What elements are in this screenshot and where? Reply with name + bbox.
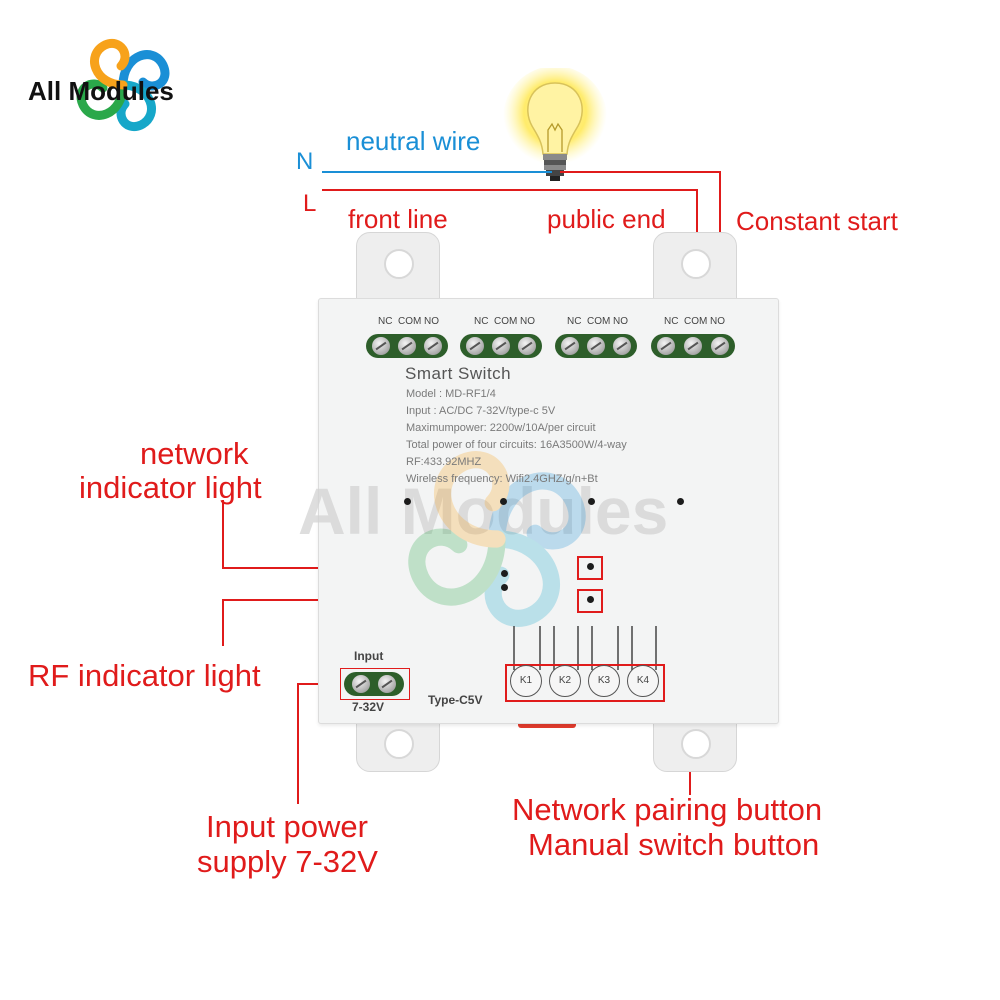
rf-indicator-box: [577, 589, 603, 613]
terminal-block-4: [651, 334, 735, 358]
button-k4[interactable]: K4: [627, 665, 659, 697]
relay-led-1: [404, 498, 411, 505]
relay-led-3: [588, 498, 595, 505]
brand-logo: All Modules: [28, 30, 198, 150]
terminal-block-3: [555, 334, 637, 358]
relay-led-2: [500, 498, 507, 505]
rf-light-label: RF indicator light: [28, 658, 261, 693]
status-led-a: [501, 570, 508, 577]
network-light-label-1: network: [140, 436, 249, 471]
spec-input: Input : AC/DC 7-32V/type-c 5V: [406, 405, 556, 417]
network-indicator-box: [577, 556, 603, 580]
input-power-label-2: supply 7-32V: [197, 844, 378, 879]
input-terminal-block: [344, 672, 404, 696]
button-k2[interactable]: K2: [549, 665, 581, 697]
watermark-swirl-icon: [408, 451, 586, 627]
neutral-wire-label: neutral wire: [346, 126, 481, 156]
status-led-b: [501, 584, 508, 591]
button-k1[interactable]: K1: [510, 665, 542, 697]
constant-start-label: Constant start: [736, 206, 898, 236]
l-label: L: [303, 190, 317, 217]
public-end-label: public end: [547, 204, 666, 234]
spec-model: Model : MD-RF1/4: [406, 388, 496, 400]
input-power-label-1: Input power: [206, 809, 368, 844]
front-line-label: front line: [348, 204, 448, 234]
button-k3[interactable]: K3: [588, 665, 620, 697]
input-terminal-box: [340, 668, 410, 700]
rf-indicator-light: [587, 596, 594, 603]
terminal-block-1: [366, 334, 448, 358]
typec-label: Type-C5V: [428, 693, 483, 707]
watermark: All Modules: [298, 474, 669, 548]
spec-wireless: Wireless frequency: Wifi2.4GHZ/g/n+Bt: [406, 473, 598, 485]
spec-rf: RF:433.92MHZ: [406, 456, 482, 468]
terminal-block-2: [460, 334, 542, 358]
network-light-label-2: indicator light: [79, 470, 262, 505]
button-label-1: Network pairing button: [512, 792, 823, 827]
smart-switch-device: [318, 298, 779, 724]
button-leads: [513, 626, 657, 670]
input-voltage-label: 7-32V: [352, 700, 385, 714]
relay-led-4: [677, 498, 684, 505]
buttons-box: [505, 664, 665, 702]
device-title: Smart Switch: [405, 364, 512, 383]
logo-swirl-icon: [76, 38, 170, 132]
spec-max-power: Maximumpower: 2200w/10A/per circuit: [406, 422, 596, 434]
n-label: N: [296, 148, 314, 175]
network-indicator-light: [587, 563, 594, 570]
logo-text: All Modules: [28, 76, 174, 106]
input-label: Input: [354, 649, 384, 663]
spec-total-power: Total power of four circuits: 16A3500W/4…: [406, 439, 627, 451]
light-bulb-icon: [503, 68, 607, 181]
button-label-2: Manual switch button: [528, 827, 820, 862]
